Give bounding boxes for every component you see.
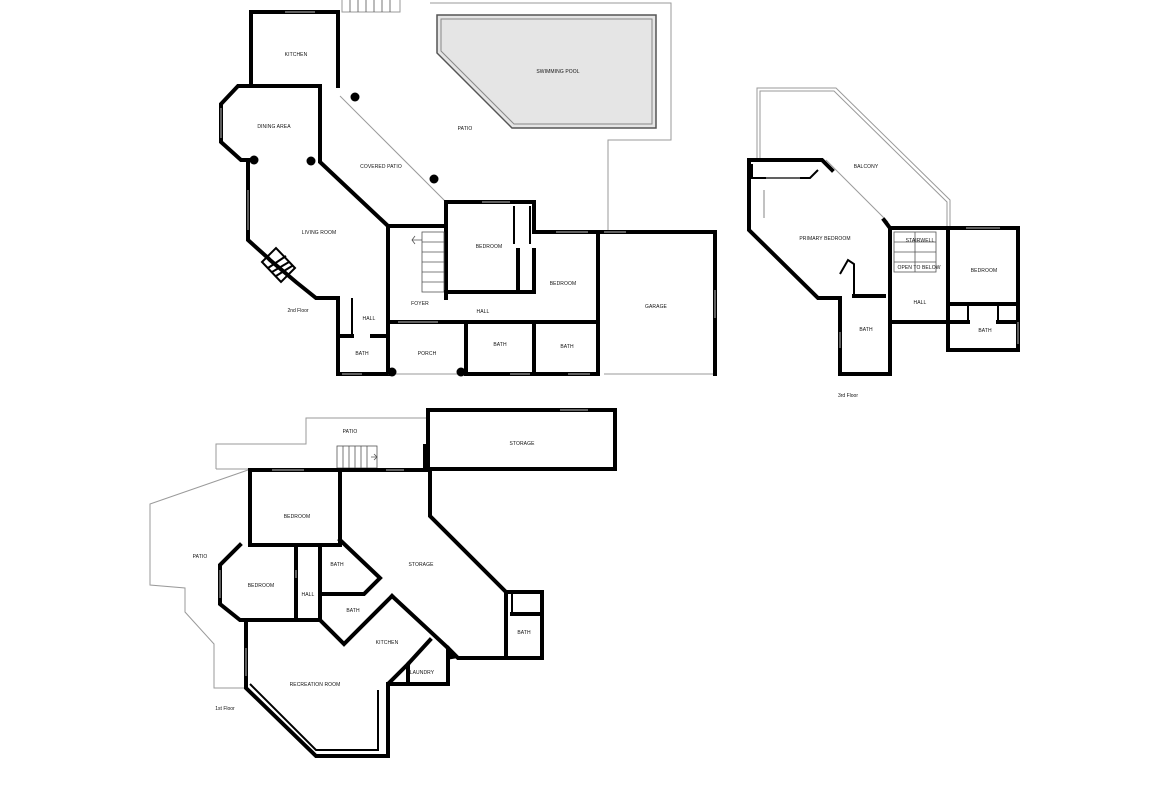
bath-3f-b-walls: [946, 302, 1020, 352]
room-bath-1f-c: BATH: [517, 630, 531, 636]
patio-outline-1f: [215, 417, 430, 469]
room-kitchen-2f: KITCHEN: [285, 52, 308, 58]
storage-top-walls: [426, 408, 617, 471]
floor-label-3f: 3rd Floor: [838, 393, 858, 399]
room-bath-2f-a: BATH: [355, 351, 369, 357]
kitchen-walls: [249, 10, 340, 88]
dining-area-walls: [219, 84, 253, 162]
room-hall-1f: HALL: [302, 592, 315, 598]
bedroom-left-walls: [218, 542, 298, 622]
room-living-room: LIVING ROOM: [302, 230, 336, 236]
primary-bedroom-walls: [747, 158, 842, 300]
kitchen-1f-walls: [389, 593, 450, 686]
swimming-pool-shape: [436, 14, 657, 129]
room-bedroom-3f: BEDROOM: [971, 268, 998, 274]
room-porch: PORCH: [418, 351, 437, 357]
porch-walls: [386, 320, 468, 376]
garage-walls: [596, 230, 717, 376]
room-covered-patio: COVERED PATIO: [360, 164, 402, 170]
bath-row-walls: [464, 320, 600, 376]
room-balcony: BALCONY: [854, 164, 879, 170]
stair-landing-outline: [341, 0, 401, 13]
room-bedroom-1f-left: BEDROOM: [248, 583, 275, 589]
room-hall-2f-a: HALL: [363, 316, 376, 322]
hall-bath-left-walls: [336, 296, 390, 376]
bedroom-3f-walls: [946, 226, 1020, 306]
third-floor-plan: BALCONY PRIMARY BEDROOM STAIRWELL OPEN T…: [747, 87, 1020, 399]
room-bath-1f-a: BATH: [330, 562, 344, 568]
room-bath-2f-c: BATH: [560, 344, 574, 350]
bath-1f-walls: [294, 537, 395, 647]
living-room-walls: [246, 158, 340, 300]
floor-label-2f: 2nd Floor: [287, 308, 308, 314]
recreation-room-walls: [244, 618, 411, 758]
room-bedroom-2f-a: BEDROOM: [476, 244, 503, 250]
floor-label-1f: 1st Floor: [215, 706, 235, 712]
bath-3f-a-walls: [838, 294, 892, 376]
room-hall-2f-b: HALL: [477, 309, 490, 315]
room-patio-2f: PATIO: [458, 126, 473, 132]
fireplace: [260, 246, 297, 284]
balcony-outline: [756, 87, 951, 230]
patio-boundary: [430, 2, 672, 230]
room-bath-1f-b: BATH: [346, 608, 360, 614]
room-primary-bedroom: PRIMARY BEDROOM: [799, 236, 850, 242]
room-storage-top: STORAGE: [509, 441, 535, 447]
room-bath-3f-b: BATH: [978, 328, 992, 334]
room-swimming-pool: SWIMMING POOL: [536, 69, 579, 75]
room-garage: GARAGE: [645, 304, 668, 310]
bath-1f-c-walls: [504, 590, 544, 660]
room-hall-3f: HALL: [914, 300, 927, 306]
room-bath-3f-a: BATH: [859, 327, 873, 333]
room-bedroom-2f-b: BEDROOM: [550, 281, 577, 287]
room-stairwell: STAIRWELL: [906, 238, 935, 244]
room-bath-2f-b: BATH: [493, 342, 507, 348]
second-floor-plan: KITCHEN DINING AREA COVERED PATIO PATIO …: [219, 0, 717, 377]
bedroom-a-walls: [444, 200, 536, 294]
room-storage-mid: STORAGE: [408, 562, 434, 568]
room-foyer: FOYER: [411, 301, 429, 307]
room-kitchen-1f: KITCHEN: [376, 640, 399, 646]
bedroom-b-walls: [532, 226, 600, 324]
room-dining-area: DINING AREA: [257, 124, 291, 130]
room-recreation-room: RECREATION ROOM: [290, 682, 341, 688]
room-open-to-below: OPEN TO BELOW: [897, 265, 940, 271]
room-laundry: LAUNDRY: [410, 670, 435, 676]
first-floor-plan: PATIO STORAGE PATIO BEDROOM BEDROOM BATH…: [149, 408, 617, 758]
room-patio-1f-left: PATIO: [193, 554, 208, 560]
room-patio-1f-top: PATIO: [343, 429, 358, 435]
room-bedroom-1f-top: BEDROOM: [284, 514, 311, 520]
